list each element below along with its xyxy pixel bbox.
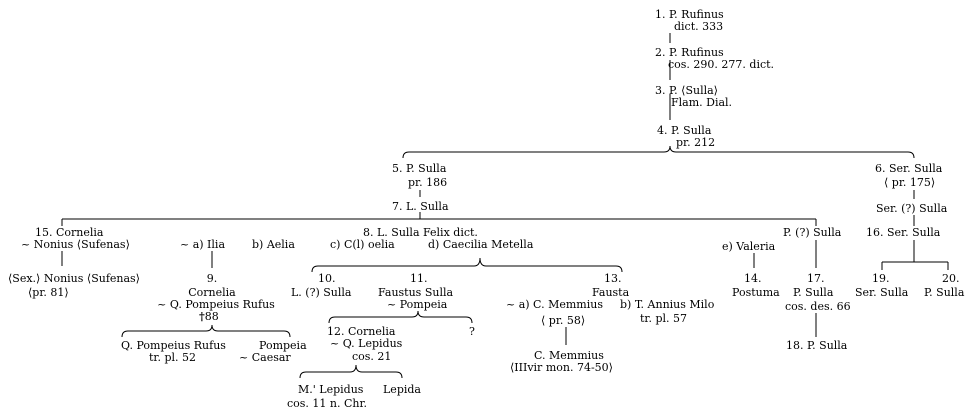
person-sex-nonius: ⟨Sex.⟩ Nonius ⟨Sufenas⟩ [8,272,140,285]
death-year: 88 [204,310,219,323]
wife-c: c) C(l) oelia [330,238,395,251]
person-3-desc: Flam. Dial. [671,96,733,109]
person-8: 8. L. Sulla Felix dict. [363,226,478,239]
person-name: 1. P. Rufinus [655,8,724,21]
person-15-spouse: ~ Nonius ⟨Sufenas⟩ [21,238,130,251]
person-12-spouse: ~ Q. Lepidus [330,337,403,350]
person-6: 6. Ser. Sulla [875,162,943,175]
person-13-num: 13. [604,272,622,285]
person-14: Postuma [732,286,780,299]
person-7: 7. L. Sulla [392,200,449,213]
person-2: 2. P. Rufinus [655,46,724,59]
wife-b: b) Aelia [252,238,295,251]
person-20: P. Sulla [924,286,965,299]
person-19-num: 19. [872,272,890,285]
unknown-child: ? [469,325,475,338]
person-4: 4. P. Sulla [657,124,712,137]
person-19: Ser. Sulla [855,286,909,299]
husband-a-desc: ⟨ pr. 58⟩ [541,314,586,327]
person-5-desc: pr. 186 [408,176,448,189]
wife-e: e) Valeria [722,240,776,253]
person-4-desc: pr. 212 [676,136,716,149]
person-12-desc: cos. 21 [352,350,392,363]
person-pompeia: Pompeia [259,339,307,352]
person-m-lepidus: M.' Lepidus [298,383,364,396]
person-14-num: 14. [744,272,762,285]
person-pompeia-spouse: ~ Caesar [239,351,291,364]
person-5: 5. P. Sulla [392,162,447,175]
death-88: †88 [199,310,219,323]
person-3: 3. P. ⟨Sulla⟩ [655,84,718,97]
person-9: Cornelia [188,286,236,299]
person-11-spouse: ~ Pompeia [387,298,448,311]
wife-d: d) Caecilia Metella [428,238,534,251]
person-q-pompeius-rufus-desc: tr. pl. 52 [149,351,197,364]
husband-a: ~ a) C. Memmius [506,298,603,311]
person-m-lepidus-desc: cos. 11 n. Chr. [287,397,368,410]
person-9-spouse: ~ Q. Pompeius Rufus [157,298,275,311]
person-16: 16. Ser. Sulla [866,226,941,239]
person-c-memmius: C. Memmius [534,349,604,362]
person-p-uncertain: P. (?) Sulla [783,226,842,239]
person-18: 18. P. Sulla [786,339,848,352]
person-12: 12. Cornelia [327,325,396,338]
person-c-memmius-desc: ⟨IIIvir mon. 74-50⟩ [510,361,613,374]
person-20-num: 20. [942,272,960,285]
person-10-num: 10. [318,272,336,285]
person-15: 15. Cornelia [35,226,104,239]
person-17-num: 17. [807,272,825,285]
person-sex-nonius-desc: ⟨pr. 81⟩ [28,286,69,299]
person-lepida: Lepida [383,383,421,396]
person-6-desc: ⟨ pr. 175⟩ [884,176,936,189]
person-1: 1. P. Rufinus [655,8,724,21]
husband-b: b) T. Annius Milo [620,298,715,311]
person-11-num: 11. [410,272,428,285]
person-13: Fausta [592,286,630,299]
person-ser-uncertain: Ser. (?) Sulla [876,202,948,215]
person-q-pompeius-rufus: Q. Pompeius Rufus [121,339,226,352]
person-11: Faustus Sulla [378,286,454,299]
wife-a: ~ a) Ilia [180,238,225,251]
person-2-desc: cos. 290. 277. dict. [668,58,775,71]
person-1-desc: dict. 333 [674,20,724,33]
dagger-icon: † [199,310,205,323]
husband-b-desc: tr. pl. 57 [640,312,688,325]
person-17-desc: cos. des. 66 [785,300,851,313]
person-9-num: 9. [206,272,218,285]
person-17: P. Sulla [793,286,834,299]
person-10: L. (?) Sulla [291,286,352,299]
